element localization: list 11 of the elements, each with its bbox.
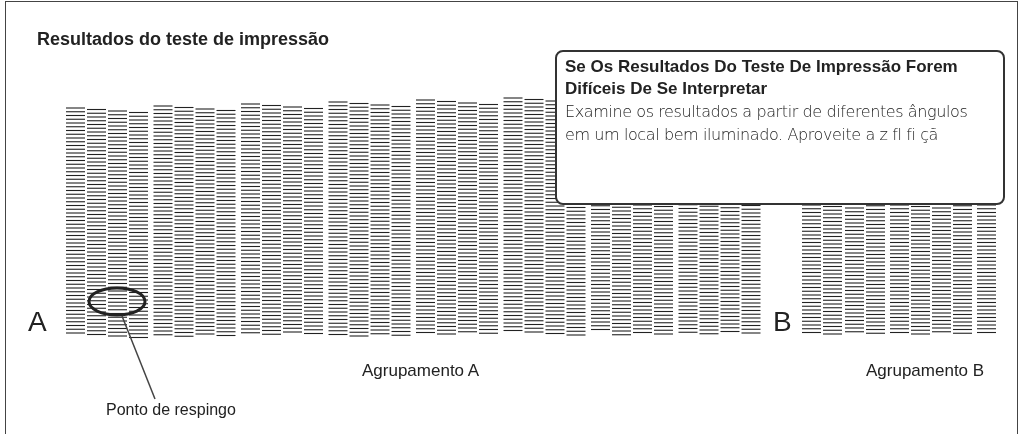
highlight-ellipse [87,286,147,317]
group-label: Agrupamento B [866,360,985,382]
row-marker-letter: B [773,308,792,336]
note-text: Examine os resultados a partir de diferentes ângulos em um local bem iluminado. Aproveite a z fl fi çã [565,101,969,146]
group-label: Agrupamento A [362,360,480,382]
callout-label: Ponto de respingo [106,398,276,422]
row-marker-letter: A [28,308,47,336]
note-heading: Se Os Resultados Do Teste De Impressão Forem Difíceis De Se Interpretar [565,56,959,100]
leader-line [121,315,156,400]
note-box [555,50,1005,205]
diagram-title: Resultados do teste de impressão [37,28,330,51]
